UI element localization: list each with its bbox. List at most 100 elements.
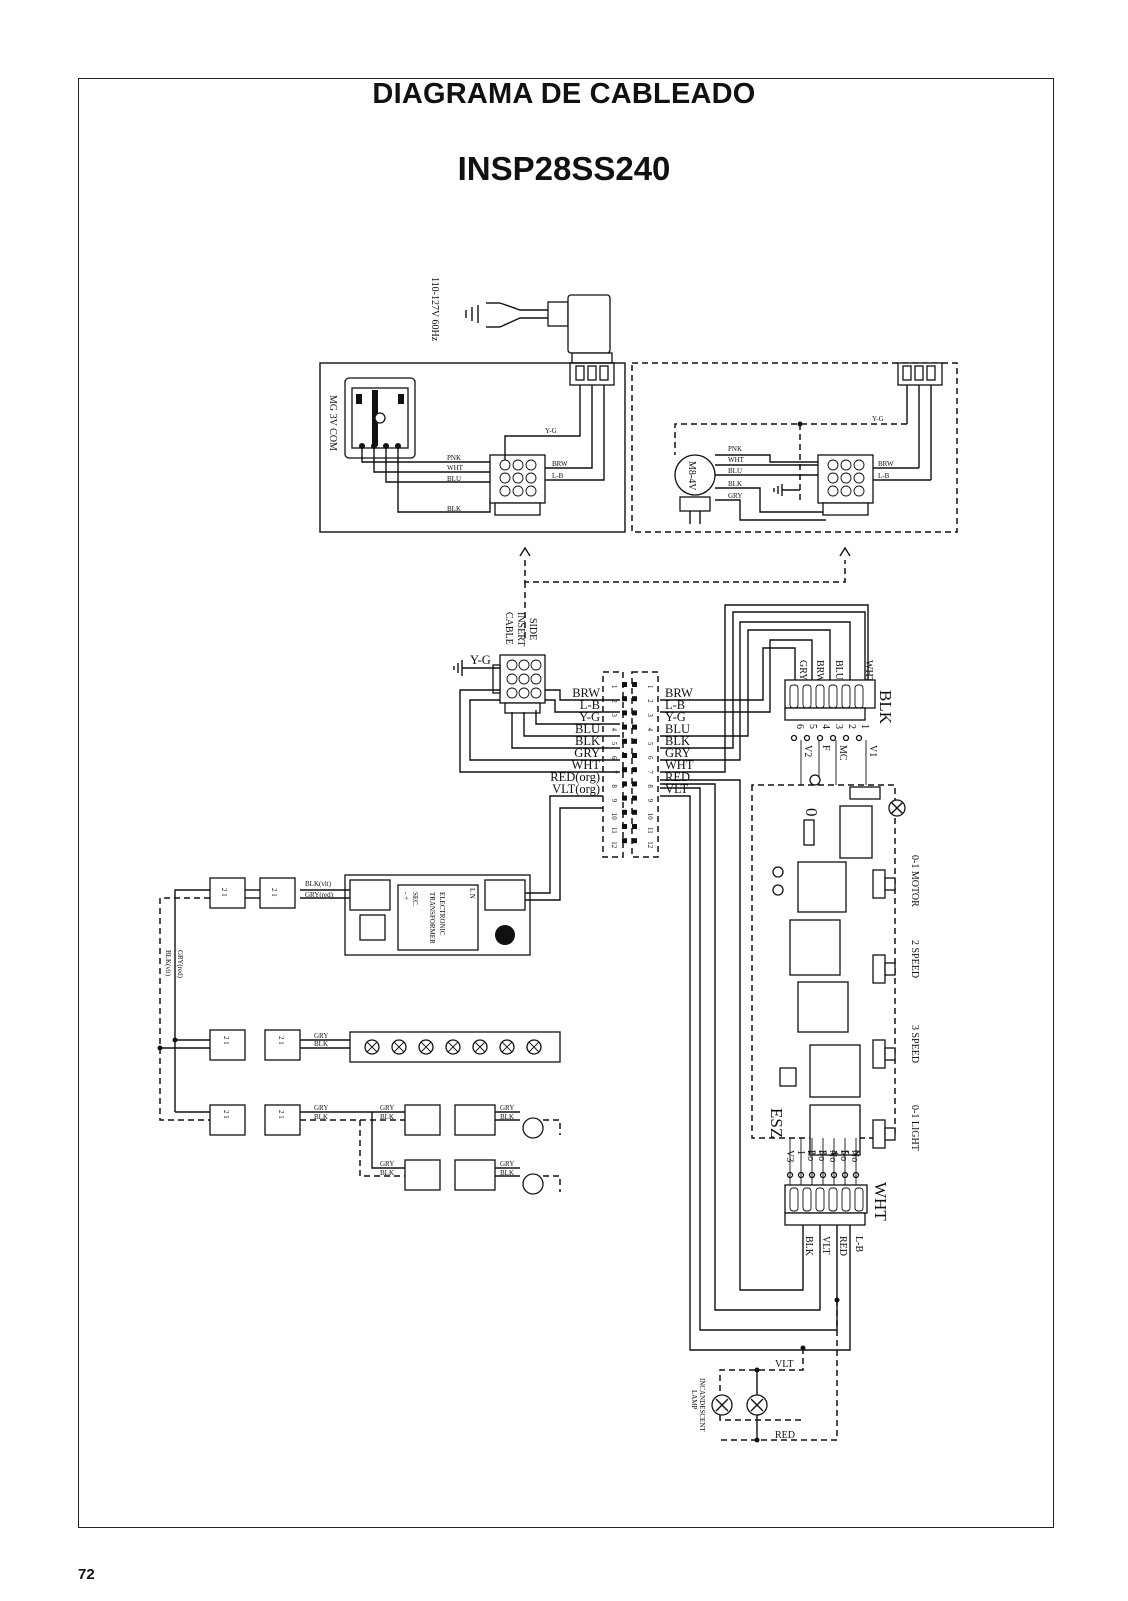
side-cable-line1: SIDE <box>527 618 538 640</box>
wht-connector-label: WHT <box>871 1182 890 1221</box>
blk-pin-number: 5 <box>807 724 818 729</box>
model-number: INSP28SS240 <box>457 150 671 187</box>
terminal-pin <box>622 824 627 829</box>
wht-bottom-wire: VLT <box>820 1236 831 1255</box>
blk-pin-number: 3 <box>833 724 844 729</box>
led-cross <box>501 1041 513 1053</box>
motor-right-label: M8-4V <box>686 461 697 491</box>
lamp-label2: LAMP <box>690 1390 698 1410</box>
led-cross <box>366 1041 378 1053</box>
wire-brw-right: BRW <box>878 460 894 468</box>
terminal-left-label: VLT(org) <box>552 782 600 796</box>
blk-pin-label: V2 <box>802 745 813 757</box>
wire-brw-left: BRW <box>552 460 568 468</box>
pins-bot-a: 2 1 <box>222 1110 230 1119</box>
wht-bottom-wire: L-B <box>853 1236 864 1252</box>
wht-pin-label: No <box>849 1150 860 1162</box>
blk-pin-dot <box>790 734 798 742</box>
page-number: 72 <box>78 1566 95 1583</box>
lamp-vlt-label: VLT <box>775 1359 794 1370</box>
blk-pin-number: 4 <box>820 724 831 729</box>
terminal-number: 8 <box>646 784 654 788</box>
wire-gry-s2: GRY <box>380 1160 394 1168</box>
switch-knob <box>884 877 896 891</box>
terminal-pin <box>632 724 637 730</box>
blk-pin-dot <box>842 734 850 742</box>
terminal-pin <box>622 809 627 815</box>
wire-gry-bot: GRY <box>314 1104 328 1112</box>
terminal-left-label: GRY <box>574 746 600 760</box>
terminal-pin <box>632 824 637 829</box>
terminal-left-label: BRW <box>572 686 600 700</box>
terminal-pin <box>632 682 637 687</box>
terminal-pin <box>622 838 627 844</box>
page-title: DIAGRAMA DE CABLEADO <box>372 78 756 110</box>
blk-pin-label: V1 <box>867 745 878 757</box>
switch-body <box>872 869 886 899</box>
wht-pin-number: 4 <box>828 1150 839 1155</box>
led-cross <box>474 1041 486 1053</box>
wht-pin-label: Lo <box>838 1150 849 1161</box>
wht-pin-number: 1 <box>795 1150 806 1155</box>
electronic-transformer: ELECTRONIC TRANSFORMER SEC. - + L N BLK(… <box>300 795 603 956</box>
wire-blk-l2: BLK <box>500 1169 514 1177</box>
terminal-number: 3 <box>646 713 654 717</box>
blk-top-wht: WHT <box>863 660 874 683</box>
terminal-pin <box>632 710 637 716</box>
switch-body <box>872 1119 886 1149</box>
wire-blk-s2: BLK <box>380 1169 394 1177</box>
terminal-right-label: BLU <box>665 722 690 736</box>
terminal-pin <box>632 696 637 702</box>
terminal-left-label: Y-G <box>579 710 600 724</box>
blk-pin-dot <box>816 734 824 742</box>
terminal-right-label: BLK <box>665 734 690 748</box>
pins-top-b: 2 1 <box>270 888 278 897</box>
terminal-right-label: WHT <box>665 758 694 772</box>
blk-pin-number: 1 <box>859 724 870 729</box>
wht-pin-label: No <box>827 1150 838 1162</box>
terminal-number: 6 <box>646 756 654 760</box>
terminal-left-label: WHT <box>572 758 601 772</box>
led-cross <box>393 1041 405 1053</box>
terminal-pin <box>632 767 637 773</box>
wire-blk-l1: BLK <box>500 1113 514 1121</box>
side-insert-cable: SIDE INSERT CABLE Y-G <box>453 612 620 773</box>
right-motor-box: Y-G M8-4V PNK WHT BLU BLK GRY <box>631 362 958 533</box>
terminal-pin <box>622 753 627 758</box>
terminal-pin <box>632 738 637 744</box>
transformer-label2: TRANSFORMER <box>428 892 436 944</box>
terminal-number: 9 <box>646 799 654 803</box>
wire-blk-s1: BLK <box>380 1113 394 1121</box>
switch-label: 0-1 LIGHT <box>909 1105 920 1151</box>
terminal-pin <box>622 738 627 744</box>
terminal-number: 1 <box>646 685 654 689</box>
blk-pin-label: F <box>820 745 831 751</box>
power-supply-label: 110-127V 60Hz <box>429 277 440 342</box>
terminal-number: 3 <box>610 713 618 717</box>
switch-knob <box>884 962 896 976</box>
wht-pin-number: 2 <box>806 1150 817 1155</box>
switch-body <box>872 1039 886 1069</box>
led-cross <box>447 1041 459 1053</box>
board-zero: 0 <box>802 808 821 817</box>
wire-gry-l1: GRY <box>500 1104 514 1112</box>
terminal-pin <box>632 753 637 758</box>
power-cord: 110-127V 60Hz <box>429 277 615 410</box>
wht-bottom-wire: RED <box>837 1236 848 1256</box>
terminal-left-label: BLK <box>575 734 600 748</box>
terminal-pin <box>622 781 627 787</box>
terminal-right-label: GRY <box>665 746 691 760</box>
wire-lb-left: L-B <box>552 472 564 480</box>
wht-pin-label: Lo <box>816 1150 827 1161</box>
wire-wht-right: WHT <box>728 456 745 464</box>
wire-blk: BLK <box>447 505 461 513</box>
terminal-number: 4 <box>646 728 654 732</box>
wire-gry-mid: GRY <box>314 1032 328 1040</box>
wire-blk-bot: BLK <box>314 1113 328 1121</box>
wht-bottom-wire: BLK <box>803 1236 814 1257</box>
blk-top-gry: GRY <box>797 660 808 681</box>
diagram-frame <box>78 78 1054 1528</box>
transformer-sec: SEC. <box>411 892 419 907</box>
wire-blu: BLU <box>447 475 461 483</box>
